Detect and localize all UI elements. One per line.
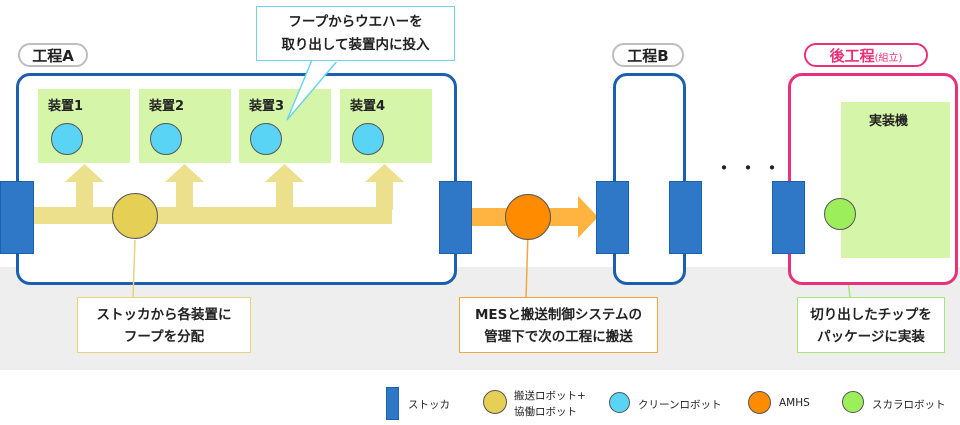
callout-chip: 切り出したチップを パッケージに実装 [797,297,945,353]
callout-chip-line-1: 切り出したチップを [810,307,932,323]
stocker-b-right [669,181,702,254]
post-process-sub-label: (組立) [874,53,903,64]
amhs-vehicle [505,194,551,240]
stocker-a-left [0,181,34,254]
clean-robot-3 [250,123,282,155]
conveyor-arrow-3 [265,164,304,182]
callout-stocker: ストッカから各装置に フープを分配 [77,297,251,353]
yellow-circle-icon [483,390,507,414]
process-a-tag: 工程A [18,43,88,67]
amhs-arrow-head [578,196,598,238]
leader-mes [525,231,529,299]
equipment-label: 装置3 [249,99,285,114]
callout-top-line-2: 取り出して装置内に投入 [281,37,430,53]
equipment-4: 装置4 [340,89,432,163]
equipment-label: 装置2 [149,99,185,114]
conveyor-branch-1 [76,180,93,210]
stocker-a-right [439,181,472,254]
clean-robot-1 [51,123,83,155]
callout-mes: MESと搬送制御システムの 管理下で次の工程に搬送 [459,297,658,353]
legend-label-amhs: AMHS [779,397,810,409]
mounter-label: 実装機 [869,114,909,129]
callout-top: フープからウエハーを 取り出して装置内に投入 [256,6,455,61]
equipment-1: 装置1 [38,89,130,163]
conveyor-branch-3 [276,180,293,210]
callout-mes-line-2: 管理下で次の工程に搬送 [484,329,633,345]
orange-circle-icon [748,391,771,414]
stocker-b-left [596,181,629,254]
clean-robot-2 [150,123,182,155]
post-process-tag: 後工程(組立) [804,43,928,67]
legend-label-stocker: ストッカ [408,399,450,411]
legend-label-transport-1: 搬送ロボット+ [514,390,586,402]
ellipsis: ・・・ [714,156,786,180]
process-b-label: 工程B [627,47,669,65]
callout-tail-top [286,59,340,121]
equipment-label: 装置1 [48,99,84,114]
legend-label-clean-robot: クリーンロボット [638,399,722,411]
stocker-icon [386,387,399,420]
process-b-tag: 工程B [612,43,684,67]
conveyor-branch-2 [176,180,193,210]
conveyor-arrow-1 [65,164,104,182]
process-a-label: 工程A [32,47,74,65]
callout-stocker-line-2: フープを分配 [123,329,205,345]
mounter: 実装機 [841,102,950,258]
post-process-label: 後工程 [829,47,875,65]
scara-robot [824,198,856,230]
callout-mes-line-1: MESと搬送制御システムの [475,307,642,323]
equipment-label: 装置4 [350,99,386,114]
stocker-post [772,181,805,254]
conveyor-branch-4 [376,180,393,210]
cyan-circle-icon [609,392,630,413]
conveyor-arrow-4 [365,164,404,182]
legend-label-transport-2: 協働ロボット [514,406,577,418]
clean-robot-4 [352,123,384,155]
green-circle-icon [842,391,864,413]
callout-chip-line-2: パッケージに実装 [817,329,925,345]
callout-stocker-line-1: ストッカから各装置に [96,307,232,323]
callout-top-line-1: フープからウエハーを [288,14,423,30]
leader-stocker [132,239,136,299]
transport-robot [112,193,158,239]
legend-label-scara: スカラロボット [872,399,946,411]
conveyor-arrow-2 [165,164,204,182]
